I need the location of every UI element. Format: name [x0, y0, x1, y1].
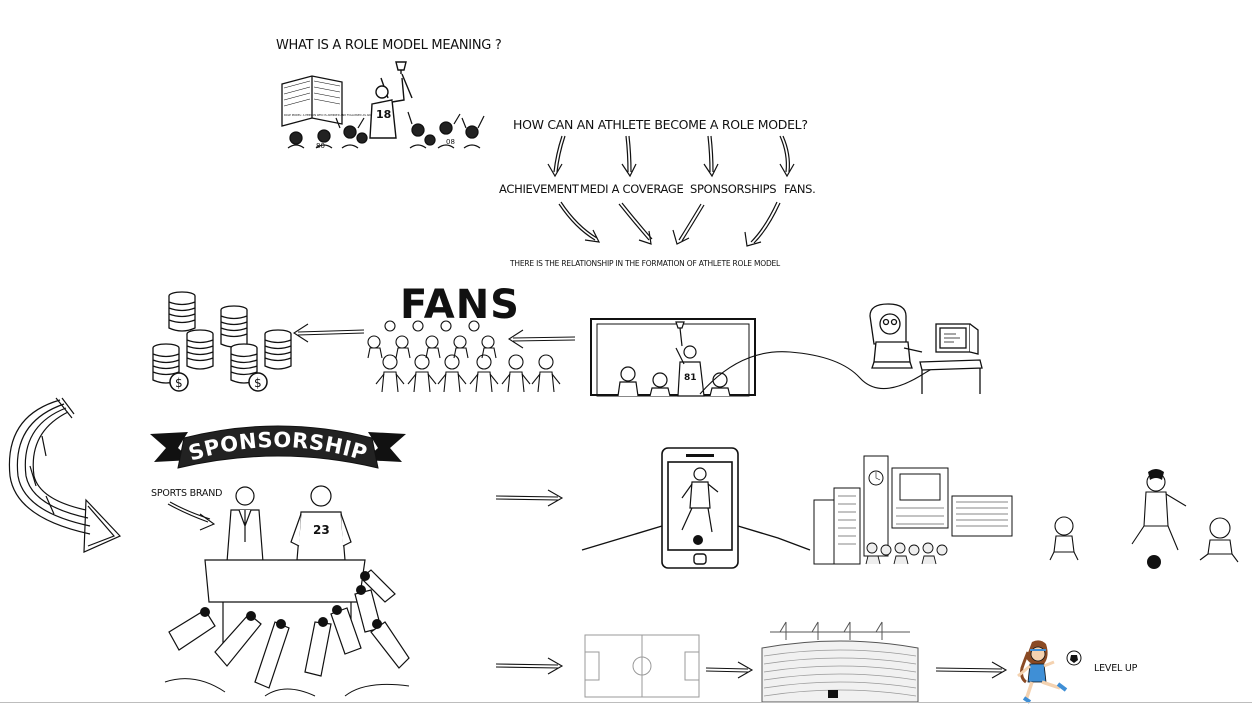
- female-player-illustration: [1017, 640, 1082, 704]
- arrow-right-to-phone: [495, 489, 564, 507]
- female-player-ball-icon: [1066, 650, 1082, 666]
- svg-text:$: $: [254, 376, 262, 390]
- relationship-note: THERE IS THE RELATIONSHIP IN THE FORMATI…: [510, 259, 781, 268]
- bottom-divider: [0, 702, 1252, 703]
- factor-sponsorships: SPONSORSHIPS: [690, 182, 777, 196]
- arrow-right-to-stadium: [705, 661, 754, 679]
- arrow-left-to-money: [292, 323, 365, 343]
- viewer-at-computer-illustration: [869, 303, 983, 394]
- kids-playing-football-illustration: [1049, 469, 1239, 569]
- sponsor-jersey-number: 23: [313, 523, 330, 537]
- how-athlete-role-model-title: HOW CAN AN ATHLETE BECOME A ROLE MODEL?: [513, 117, 808, 132]
- factor-media-coverage: MEDI A COVERAGE: [580, 182, 684, 196]
- fan-jersey-number-1: 80: [316, 142, 325, 150]
- money-stacks-illustration: $ $: [152, 291, 292, 392]
- factor-achievement: ACHIEVEMENT: [499, 182, 579, 196]
- smartphone-video-illustration: [581, 447, 811, 569]
- fan-jersey-number-2: 08: [446, 138, 455, 146]
- svg-text:$: $: [175, 376, 183, 390]
- kids-soccer-ball-icon: [1147, 555, 1161, 569]
- press-conference-illustration: 23: [164, 485, 410, 697]
- arrow-right-to-field: [495, 657, 564, 675]
- fans-crowd-illustration: [367, 320, 561, 393]
- tv-jersey-number: 81: [684, 373, 697, 383]
- dollar-coin-icon: [169, 372, 268, 392]
- arrow-left-to-fans: [507, 329, 576, 349]
- fans-title: FANS: [400, 282, 520, 328]
- main-jersey-number: 18: [376, 108, 391, 121]
- football-field-illustration: [584, 634, 700, 698]
- arrow-right-to-player: [935, 661, 1008, 679]
- level-up-label: LEVEL UP: [1094, 663, 1138, 674]
- down-arrows-top: [547, 135, 795, 178]
- converging-arrows: [558, 201, 781, 247]
- cheering-crowd-illustration: ROLE MODEL: A PERSON WHO IS ADMIRED AND …: [281, 61, 485, 150]
- book-text: ROLE MODEL: A PERSON WHO IS ADMIRED AND …: [284, 113, 384, 117]
- tv-broadcast-illustration: 81: [590, 318, 756, 397]
- stadium-illustration: [761, 621, 919, 703]
- big-curved-arrow: [8, 397, 122, 553]
- sports-brand-label: SPORTS BRAND: [151, 488, 223, 499]
- broadcast-wave: [699, 351, 947, 395]
- role-model-meaning-title: WHAT IS A ROLE MODEL MEANING ?: [276, 38, 502, 53]
- soccer-ball-icon: [693, 535, 703, 545]
- arrow-to-press: [167, 501, 216, 531]
- factor-fans: FANS.: [784, 182, 816, 196]
- city-billboard-illustration: [813, 455, 1013, 565]
- sponsorship-ribbon-banner: SPONSORSHIP: [150, 425, 406, 469]
- open-book-icon: [281, 75, 343, 127]
